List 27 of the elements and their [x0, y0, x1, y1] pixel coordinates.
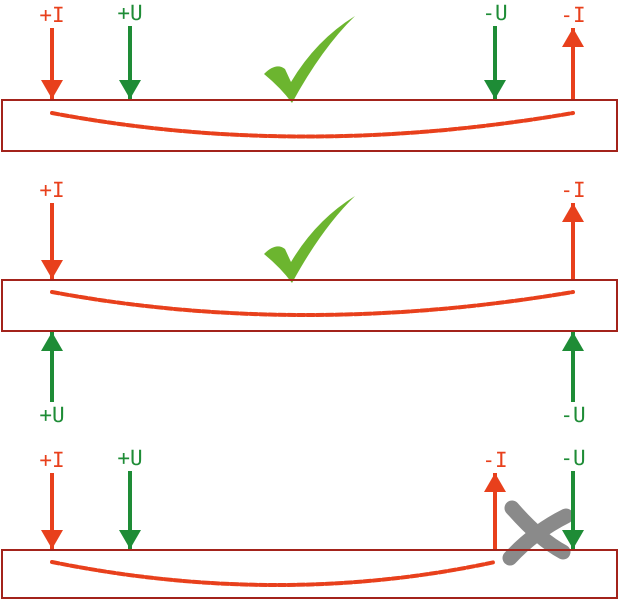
arrow [562, 332, 584, 402]
arrow [562, 28, 584, 99]
terminal-label: -I [548, 177, 598, 203]
conductor-bar [1, 279, 618, 332]
arrow [41, 203, 63, 279]
arrow [484, 473, 506, 549]
arrow [119, 471, 141, 549]
terminal-label: -U [470, 0, 520, 26]
terminal-label: +U [105, 0, 155, 26]
arrow [41, 332, 63, 402]
arrow [41, 473, 63, 549]
terminal-label: +I [27, 447, 77, 473]
conductor-bar [1, 549, 618, 599]
terminal-label: +I [27, 177, 77, 203]
terminal-label: +I [27, 2, 77, 28]
terminal-label: -U [548, 402, 598, 428]
terminal-label: +U [27, 402, 77, 428]
terminal-label: -I [470, 447, 520, 473]
conductor-bar [1, 99, 618, 152]
arrow [484, 26, 506, 99]
terminal-label: -I [548, 2, 598, 28]
terminal-label: +U [105, 445, 155, 471]
arrow [562, 471, 584, 549]
arrow [119, 26, 141, 99]
arrow [41, 28, 63, 99]
terminal-label: -U [548, 445, 598, 471]
arrow [562, 203, 584, 279]
